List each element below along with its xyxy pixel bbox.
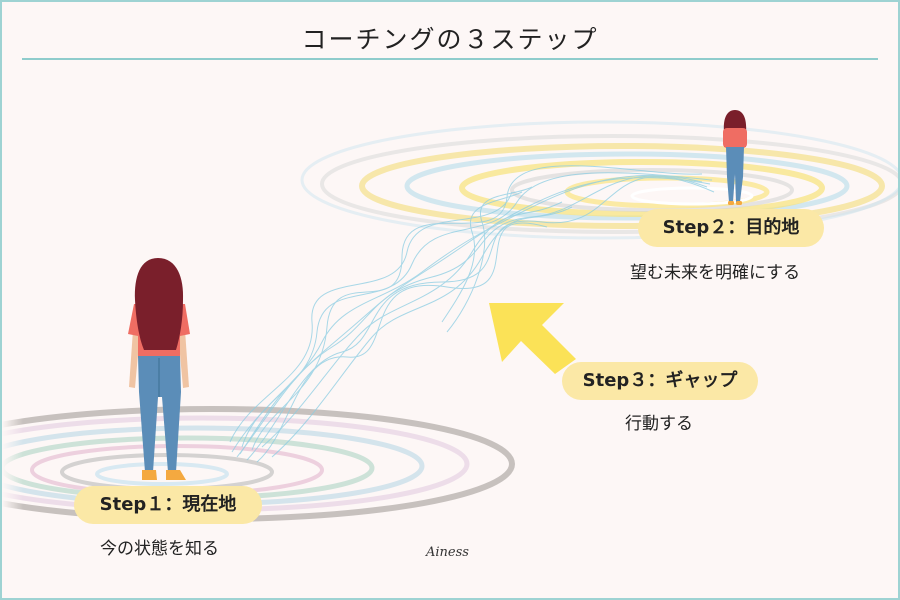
brand-logo: Ainess xyxy=(426,545,469,560)
destination-ripple xyxy=(300,120,898,240)
step-2-label: Step２：目的地 xyxy=(638,209,824,247)
step-1-description: 今の状態を知る xyxy=(100,539,219,559)
journey-path xyxy=(229,165,715,463)
step-1-label: Step１：現在地 xyxy=(74,486,262,524)
gap-arrow xyxy=(489,303,576,374)
step-3-label: Step３：ギャップ xyxy=(562,362,758,400)
current-self-figure xyxy=(128,258,190,480)
future-self-figure xyxy=(723,110,747,205)
step-2-description: 望む未来を明確にする xyxy=(630,263,801,283)
title-divider xyxy=(22,58,878,60)
step-3-description: 行動する xyxy=(625,414,693,434)
page-title: コーチングの３ステップ xyxy=(301,25,599,54)
current-ripple xyxy=(2,392,515,552)
